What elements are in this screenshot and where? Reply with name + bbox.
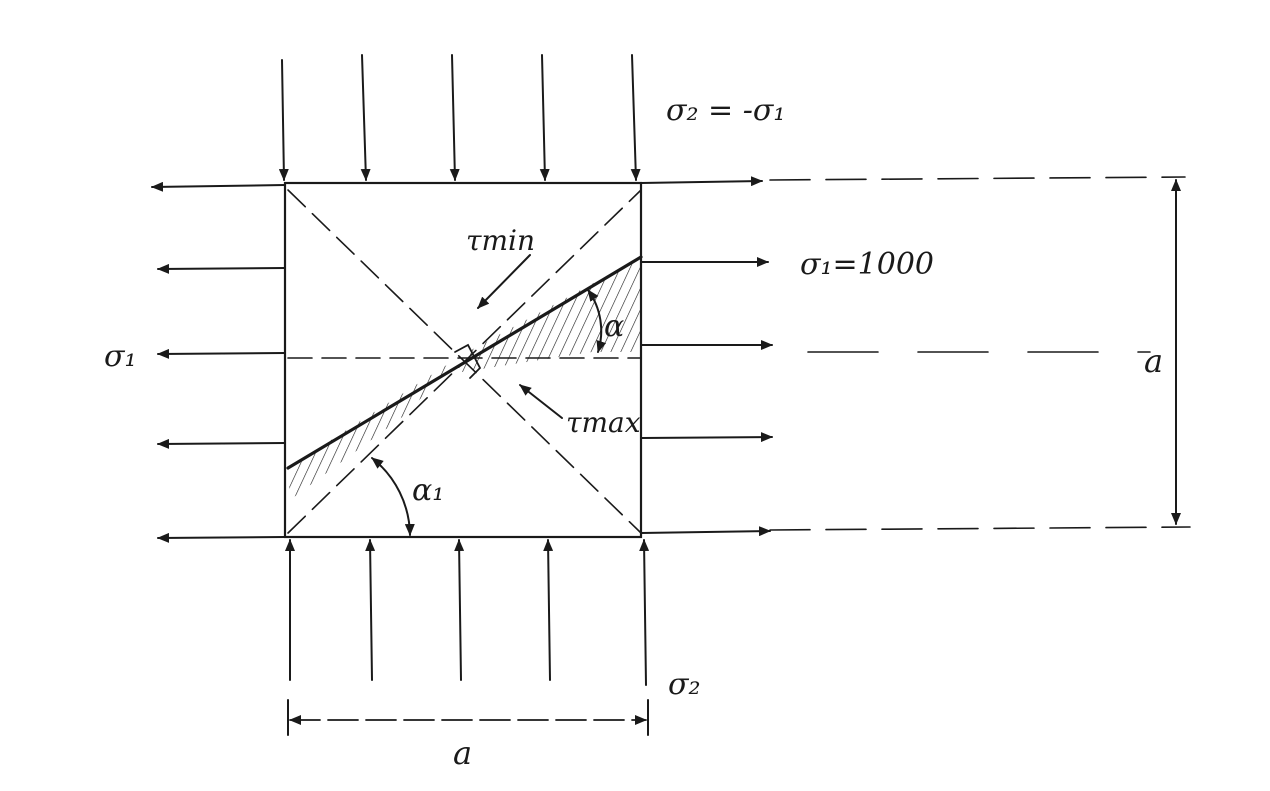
arrow-bottom-4: [543, 539, 554, 681]
label-sigma2-bottom: σ₂: [668, 667, 701, 702]
label-tau-min: τmin: [466, 224, 535, 257]
label-sigma2-top: σ₂ = -σ₁: [666, 93, 785, 128]
arrow-top-3: [449, 54, 460, 181]
tau-max-arrow: [519, 384, 563, 419]
arrow-bottom-3: [454, 539, 465, 681]
tau-min-arrow: [477, 254, 531, 309]
arrow-top-4: [539, 54, 550, 181]
arrow-left-4: [157, 438, 286, 449]
arrow-left-5: [157, 532, 286, 543]
arrow-top-2: [360, 54, 371, 181]
arrow-left-1: [151, 181, 286, 192]
arrow-bottom-2: [365, 539, 376, 681]
stress-element-square: [283, 181, 643, 539]
arrow-left-2: [157, 263, 286, 274]
arrow-right-4: [640, 432, 773, 443]
label-alpha1: α₁: [412, 473, 444, 508]
alpha1-angle-arc: [371, 457, 415, 536]
label-dimension-right: a: [1144, 342, 1163, 380]
label-alpha: α: [604, 309, 624, 344]
right-angle-mark: [454, 343, 482, 379]
extension-line-bottom: [769, 526, 1191, 531]
diagonal-dashed-2: [287, 189, 642, 534]
label-sigma1-right: σ₁=1000: [800, 247, 934, 282]
arrow-top-5: [630, 54, 641, 181]
extension-line-top: [769, 176, 1186, 181]
arrow-bottom-5: [639, 539, 650, 686]
arrow-right-5: [640, 526, 771, 537]
label-sigma1-left: σ₁: [104, 339, 137, 374]
arrow-top-1: [278, 59, 289, 181]
alpha-angle-arc: [587, 289, 607, 353]
arrow-right-1: [640, 176, 763, 187]
arrow-left-3: [157, 348, 286, 359]
label-dimension-bottom: a: [453, 734, 472, 772]
label-tau-max: τmax: [566, 406, 641, 439]
